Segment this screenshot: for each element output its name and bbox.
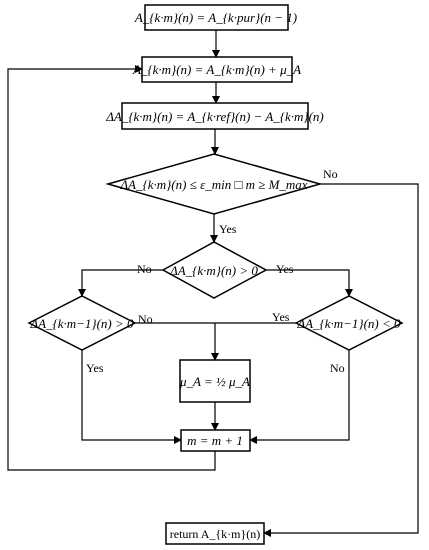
halve-text: μ_A = ½ μ_A [179,374,250,389]
right-condition-text: ΔA_{k·m−1}(n) < 0 [296,316,401,331]
left-condition-text: ΔA_{k·m−1}(n) > 0 [29,316,134,331]
arrow-loop-back [7,65,216,471]
right-condition-diamond: ΔA_{k·m−1}(n) < 0 [294,295,404,351]
sign-no-label: No [137,262,152,276]
right-yes-label: Yes [272,310,290,324]
error-text: ΔA_{k·m}(n) = A_{k·ref}(n) − A_{k·m}(n) [105,109,324,124]
arrow-right-no-to-increment [249,350,350,444]
return-box: return A_{k·m}(n) [165,522,265,545]
main-condition-text: ΔA_{k·m}(n) ≤ ε_min □ m ≥ M_max [119,177,307,192]
main-yes-label: Yes [219,222,237,236]
sign-condition-text: ΔA_{k·m}(n) > 0 [169,263,258,278]
arrow-left-yes-to-increment [81,350,182,444]
halve-box: μ_A = ½ μ_A [179,359,251,403]
left-condition-diamond: ΔA_{k·m−1}(n) > 0 [27,295,137,351]
main-condition-diamond: ΔA_{k·m}(n) ≤ ε_min □ m ≥ M_max [105,153,323,215]
sign-condition-diamond: ΔA_{k·m}(n) > 0 [161,241,268,299]
update-text: A_{k·m}(n) = A_{k·m}(n) + μ_A [132,62,301,77]
error-box: ΔA_{k·m}(n) = A_{k·ref}(n) − A_{k·m}(n) [105,102,324,130]
sign-yes-label: Yes [276,262,294,276]
increment-text: m = m + 1 [187,433,243,448]
arrow-main-no-to-return [263,183,419,537]
update-box: A_{k·m}(n) = A_{k·m}(n) + μ_A [132,56,301,83]
right-no-label: No [330,361,345,375]
arrow-sign-yes [266,269,353,297]
return-text: return A_{k·m}(n) [170,527,261,541]
arrow-sign-no [78,269,163,297]
init-box: A_{k·m}(n) = A_{k·pur}(n − 1) [134,4,297,31]
main-no-label: No [323,167,338,181]
increment-box: m = m + 1 [180,429,251,452]
init-text: A_{k·m}(n) = A_{k·pur}(n − 1) [134,10,297,25]
left-no-label: No [138,312,153,326]
left-yes-label: Yes [86,361,104,375]
